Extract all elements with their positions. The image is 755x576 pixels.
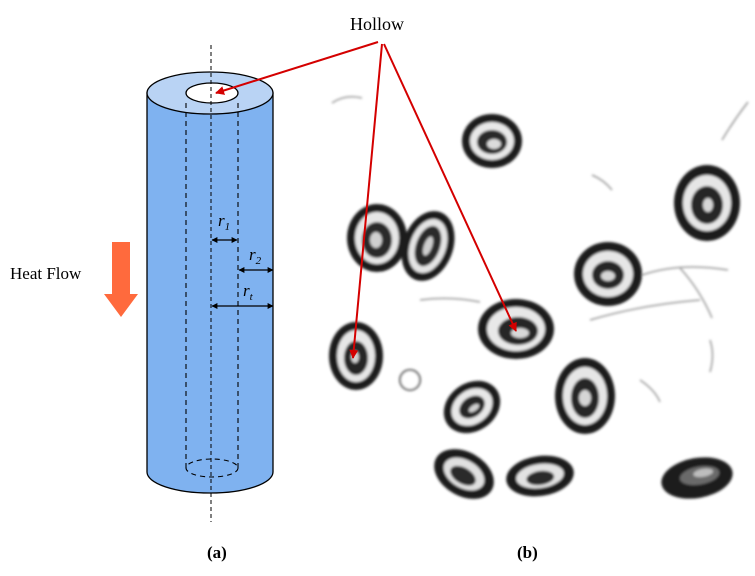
cylinder-top-hole [185, 82, 239, 104]
radius-dimensions [211, 237, 274, 309]
particle [434, 449, 494, 499]
pointer-to-cylinder [215, 41, 379, 95]
heat-flow-arrow [104, 242, 138, 317]
particle [399, 369, 421, 391]
particle [555, 358, 615, 434]
heat-flow-label: Heat Flow [10, 264, 82, 283]
particle [674, 165, 740, 241]
hollow-pointer-arrows [215, 41, 517, 359]
particle [401, 211, 455, 281]
pointer-to-particle-left [349, 43, 383, 359]
particle [574, 242, 642, 306]
particle [443, 380, 501, 434]
particle [661, 457, 733, 499]
inner-tube-hidden-lines [185, 103, 239, 478]
rt-label: rt [243, 281, 254, 303]
panel-b-label: (b) [517, 543, 538, 562]
r1-label: r1 [218, 211, 230, 233]
pointer-to-particle-center [383, 43, 517, 332]
cylinder-body [146, 92, 274, 494]
hollow-label: Hollow [350, 14, 404, 34]
micrograph [329, 96, 749, 499]
particle [462, 114, 522, 168]
r2-label: r2 [249, 245, 262, 267]
particle [506, 455, 574, 497]
hollow-cylinder [146, 45, 274, 522]
particle [347, 204, 407, 272]
panel-a-label: (a) [207, 543, 227, 562]
